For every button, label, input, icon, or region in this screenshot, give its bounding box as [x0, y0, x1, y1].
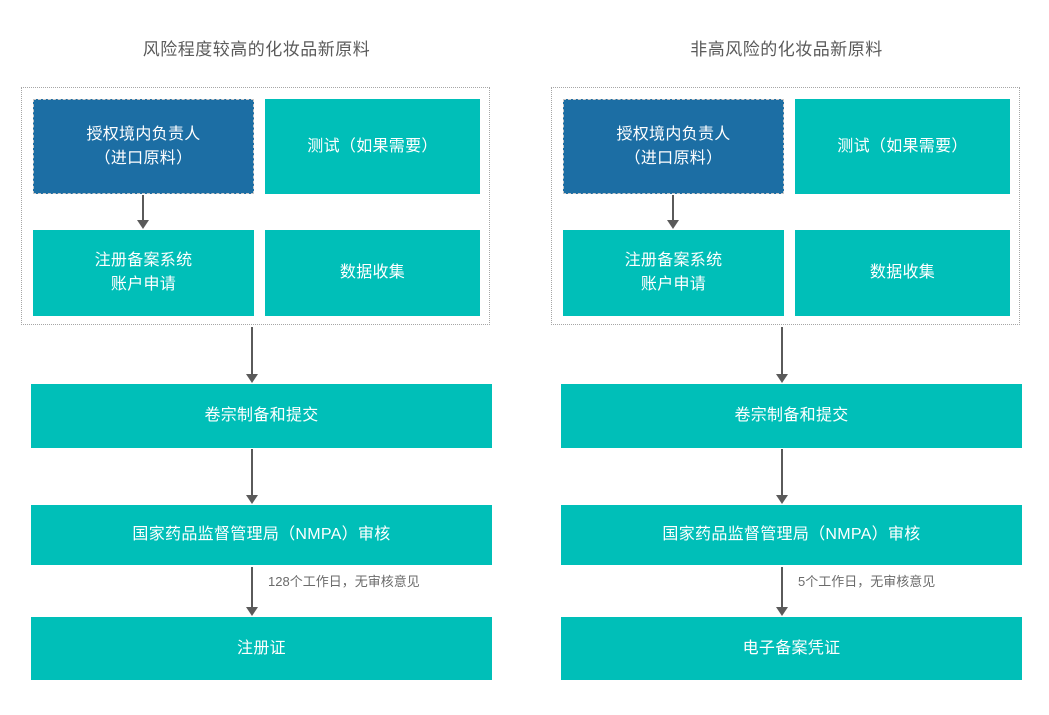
arrow-down-icon [775, 449, 789, 504]
node-label: 卷宗制备和提交 [204, 407, 319, 424]
node-label: 测试（如果需要） [837, 137, 968, 155]
arrow-down-icon [245, 327, 259, 383]
node-label: 国家药品监督管理局（NMPA）审核 [662, 526, 921, 543]
node-nmpa-review[interactable]: 国家药品监督管理局（NMPA）审核 [31, 505, 492, 565]
arrow-shaft [781, 567, 783, 608]
arrow-down-icon [775, 567, 789, 616]
flow-column-non-high-risk: 非高风险的化妆品新原料 授权境内负责人（进口原料） 测试（如果需要） 注册备案系… [551, 0, 1022, 715]
node-responsible-person[interactable]: 授权境内负责人（进口原料） [563, 99, 784, 194]
arrow-head [246, 607, 258, 616]
node-data-collection[interactable]: 数据收集 [265, 230, 480, 316]
node-testing[interactable]: 测试（如果需要） [795, 99, 1010, 194]
preparation-group-box: 授权境内负责人（进口原料） 测试（如果需要） 注册备案系统账户申请 数据收集 [551, 87, 1020, 325]
arrow-down-icon [136, 195, 150, 229]
node-account-application[interactable]: 注册备案系统账户申请 [563, 230, 784, 316]
node-label: 注册备案系统账户申请 [94, 252, 193, 293]
node-label: 国家药品监督管理局（NMPA）审核 [132, 526, 391, 543]
arrow-shaft [142, 195, 144, 221]
node-dossier-preparation[interactable]: 卷宗制备和提交 [31, 384, 492, 448]
column-title: 非高风险的化妆品新原料 [690, 40, 883, 59]
arrow-shaft [781, 327, 783, 375]
node-account-application[interactable]: 注册备案系统账户申请 [33, 230, 254, 316]
node-label: 授权境内负责人（进口原料） [86, 125, 201, 167]
node-outcome-certificate[interactable]: 注册证 [31, 617, 492, 680]
edge-label-processing-time: 5个工作日，无审核意见 [798, 574, 936, 589]
arrow-shaft [251, 327, 253, 375]
arrow-down-icon [245, 449, 259, 504]
node-label: 授权境内负责人（进口原料） [616, 125, 731, 167]
preparation-group-box: 授权境内负责人（进口原料） 测试（如果需要） 注册备案系统账户申请 数据收集 [21, 87, 490, 325]
arrow-head [246, 495, 258, 504]
node-label: 数据收集 [869, 264, 936, 281]
node-dossier-preparation[interactable]: 卷宗制备和提交 [561, 384, 1022, 448]
node-label: 测试（如果需要） [307, 137, 438, 155]
arrow-head [137, 220, 149, 229]
arrow-shaft [251, 567, 253, 608]
arrow-shaft [781, 449, 783, 496]
arrow-down-icon [775, 327, 789, 383]
node-nmpa-review[interactable]: 国家药品监督管理局（NMPA）审核 [561, 505, 1022, 565]
node-outcome-certificate[interactable]: 电子备案凭证 [561, 617, 1022, 680]
arrow-head [246, 374, 258, 383]
edge-label-processing-time: 128个工作日，无审核意见 [268, 574, 420, 589]
arrow-shaft [251, 449, 253, 496]
arrow-shaft [672, 195, 674, 221]
node-label: 数据收集 [339, 264, 406, 281]
column-title: 风险程度较高的化妆品新原料 [142, 40, 371, 59]
flow-column-high-risk: 风险程度较高的化妆品新原料 授权境内负责人（进口原料） 测试（如果需要） 注册备… [21, 0, 492, 715]
arrow-down-icon [245, 567, 259, 616]
node-label: 卷宗制备和提交 [734, 407, 849, 424]
node-data-collection[interactable]: 数据收集 [795, 230, 1010, 316]
node-testing[interactable]: 测试（如果需要） [265, 99, 480, 194]
arrow-down-icon [666, 195, 680, 229]
arrow-head [776, 374, 788, 383]
arrow-head [667, 220, 679, 229]
node-label: 注册证 [237, 639, 286, 657]
node-responsible-person[interactable]: 授权境内负责人（进口原料） [33, 99, 254, 194]
node-label: 注册备案系统账户申请 [624, 252, 723, 293]
arrow-head [776, 495, 788, 504]
arrow-head [776, 607, 788, 616]
node-label: 电子备案凭证 [742, 639, 841, 657]
